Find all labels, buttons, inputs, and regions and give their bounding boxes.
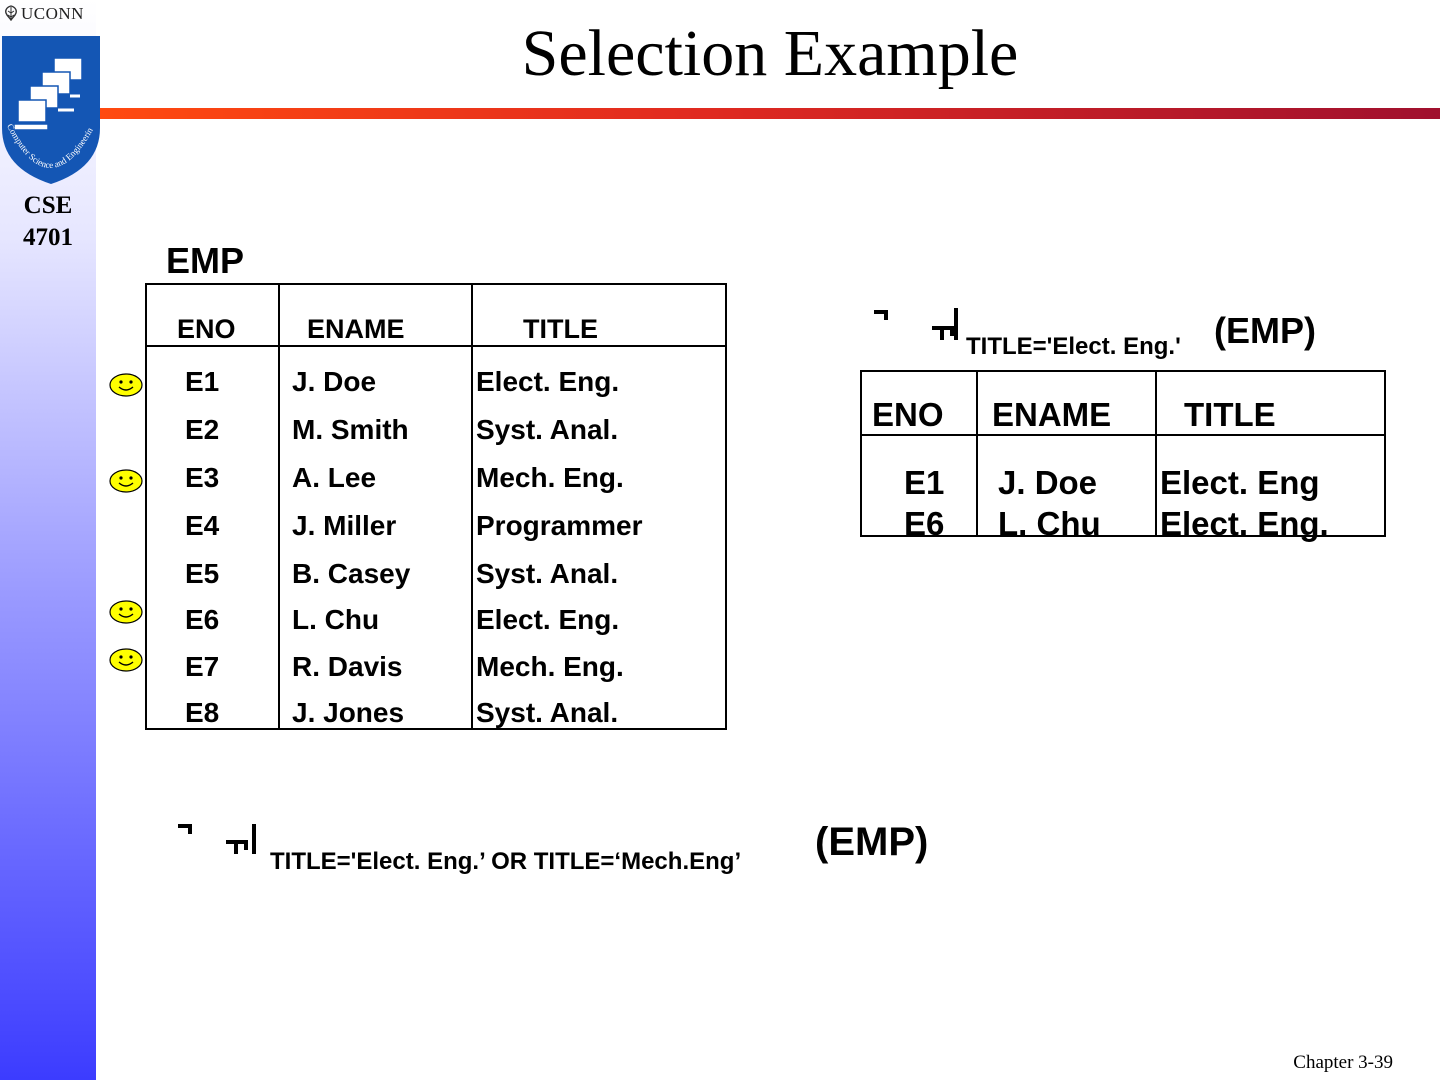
result-cell-title: Elect. Eng. <box>1160 505 1329 542</box>
smiley-face-icon <box>109 469 143 493</box>
result-cell-ename: L. Chu <box>998 505 1101 542</box>
result-cell-eno: E1 <box>904 464 945 501</box>
computer-network-icon <box>13 57 83 131</box>
emp-header-eno: ENO <box>177 314 236 344</box>
emp-cell-ename: J. Miller <box>292 510 397 541</box>
result-header-eno: ENO <box>872 396 944 433</box>
smiley-face-icon <box>109 373 143 397</box>
emp-cell-ename: B. Casey <box>292 558 411 589</box>
result-col-divider <box>976 370 978 535</box>
title-underline <box>100 108 1440 119</box>
emp-cell-title: Elect. Eng. <box>476 604 620 635</box>
emp-cell-eno: E1 <box>185 366 220 397</box>
result-cell-title: Elect. Eng <box>1160 464 1320 501</box>
emp-cell-ename: J. Doe <box>292 366 377 397</box>
oak-leaf-icon <box>5 5 17 21</box>
selection-condition-1: TITLE='Elect. Eng.' <box>966 333 1181 360</box>
slide-footer: Chapter 3-39 <box>1293 1052 1393 1073</box>
result-table <box>860 370 1386 537</box>
emp-table <box>145 283 727 730</box>
emp-cell-eno: E4 <box>185 510 220 541</box>
selection-relation-1: (EMP) <box>1214 310 1316 351</box>
course-code: CSE 4701 <box>23 192 73 251</box>
selection-condition-2: TITLE='Elect. Eng.’ OR TITLE=‘Mech.Eng’ <box>270 848 742 875</box>
emp-cell-eno: E3 <box>185 462 220 493</box>
emp-table-label: EMP <box>166 240 245 281</box>
emp-header-ename: ENAME <box>307 314 405 344</box>
emp-cell-eno: E8 <box>185 697 220 728</box>
emp-cell-ename: L. Chu <box>292 604 380 635</box>
result-col-divider <box>1155 370 1157 535</box>
emp-cell-title: Mech. Eng. <box>476 462 624 493</box>
result-header-title: TITLE <box>1184 396 1276 433</box>
emp-col-divider <box>278 283 280 728</box>
emp-cell-eno: E2 <box>185 414 220 445</box>
sigma-icon <box>178 824 256 854</box>
slide-title: Selection Example <box>521 17 1019 90</box>
result-header-divider <box>860 434 1384 436</box>
emp-cell-ename: R. Davis <box>292 651 403 682</box>
result-cell-eno: E6 <box>904 505 945 542</box>
emp-cell-title: Programmer <box>476 510 643 541</box>
uconn-logo: UCONN <box>4 4 84 24</box>
emp-cell-title: Syst. Anal. <box>476 558 619 589</box>
emp-cell-eno: E5 <box>185 558 220 589</box>
emp-cell-title: Elect. Eng. <box>476 366 620 397</box>
emp-col-divider <box>471 283 473 728</box>
result-cell-ename: J. Doe <box>998 464 1098 501</box>
selection-relation-2: (EMP) <box>815 820 929 864</box>
emp-cell-ename: A. Lee <box>292 462 377 493</box>
emp-cell-title: Mech. Eng. <box>476 651 624 682</box>
emp-cell-ename: M. Smith <box>292 414 409 445</box>
emp-cell-title: Syst. Anal. <box>476 697 619 728</box>
smiley-face-icon <box>109 648 143 672</box>
sigma-icon <box>874 308 958 340</box>
emp-header-title: TITLE <box>523 314 598 344</box>
emp-cell-ename: J. Jones <box>292 697 405 728</box>
result-header-ename: ENAME <box>992 396 1112 433</box>
emp-cell-eno: E6 <box>185 604 220 635</box>
smiley-face-icon <box>109 600 143 624</box>
uconn-text: UCONN <box>21 4 84 23</box>
emp-header-divider <box>145 345 725 347</box>
cse-shield-logo: Computer Science and Engineering <box>0 36 100 184</box>
emp-cell-eno: E7 <box>185 651 220 682</box>
emp-cell-title: Syst. Anal. <box>476 414 619 445</box>
